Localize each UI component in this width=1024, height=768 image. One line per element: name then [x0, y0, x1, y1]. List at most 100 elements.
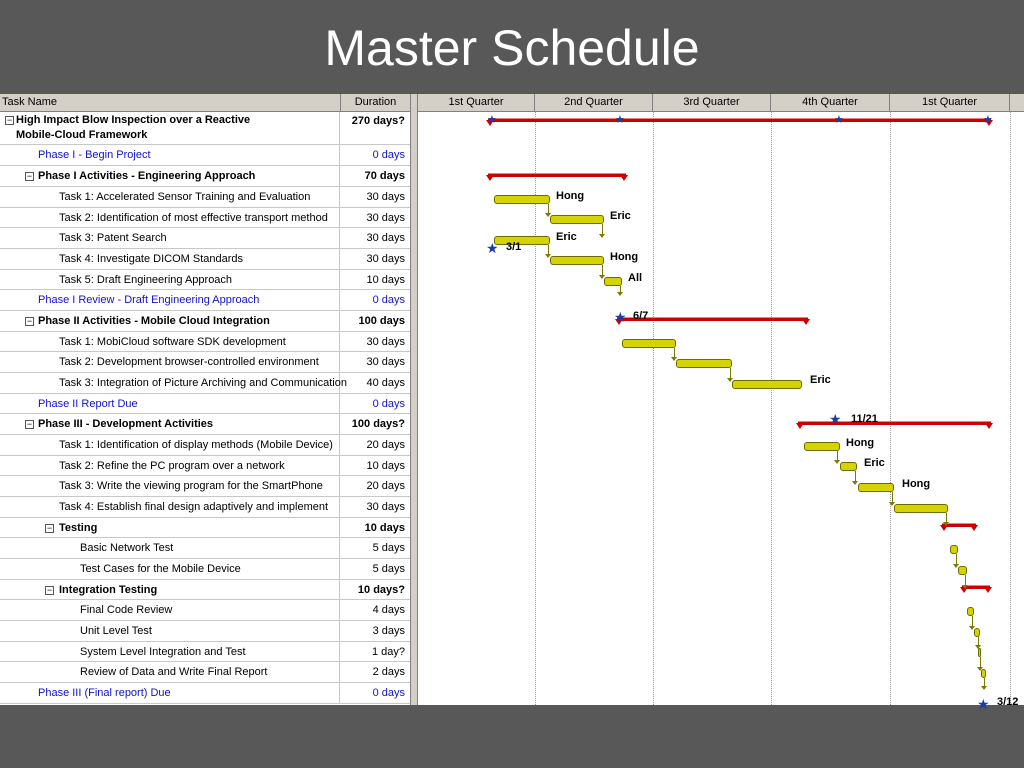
milestone-star-icon[interactable]: ★: [614, 309, 627, 325]
task-bar[interactable]: [494, 195, 550, 204]
task-name-cell[interactable]: −High Impact Blow Inspection over a Reac…: [0, 112, 340, 144]
duration-cell[interactable]: 100 days?: [351, 418, 405, 430]
task-bar[interactable]: [974, 628, 980, 637]
task-name-cell[interactable]: Phase II Report Due: [0, 394, 340, 413]
task-name-column-header[interactable]: Task Name: [0, 94, 341, 111]
duration-cell[interactable]: 30 days: [366, 356, 405, 368]
duration-cell[interactable]: 20 days: [366, 480, 405, 492]
duration-cell[interactable]: 10 days: [366, 460, 405, 472]
task-bar[interactable]: [622, 339, 676, 348]
task-bar[interactable]: [858, 483, 894, 492]
task-name-cell[interactable]: Phase III (Final report) Due: [0, 683, 340, 703]
task-bar[interactable]: [494, 236, 550, 245]
task-bar[interactable]: [550, 256, 604, 265]
duration-cell[interactable]: 1 day?: [371, 646, 405, 658]
table-row[interactable]: Phase I - Begin Project 0 days: [0, 145, 410, 166]
task-bar[interactable]: [804, 442, 840, 451]
table-row[interactable]: Task 1: Identification of display method…: [0, 435, 410, 456]
table-row[interactable]: Task 2: Identification of most effective…: [0, 208, 410, 228]
duration-cell[interactable]: 0 days: [372, 149, 405, 161]
task-name-cell[interactable]: Task 2: Development browser-controlled e…: [0, 352, 340, 372]
duration-cell[interactable]: 5 days: [372, 563, 405, 575]
collapse-toggle-icon[interactable]: −: [45, 523, 54, 533]
table-row[interactable]: Test Cases for the Mobile Device 5 days: [0, 559, 410, 580]
duration-cell[interactable]: 10 days?: [357, 584, 405, 596]
task-name-cell[interactable]: −Integration Testing: [0, 580, 340, 599]
task-name-cell[interactable]: Phase I Review - Draft Engineering Appro…: [0, 290, 340, 310]
table-row[interactable]: System Level Integration and Test 1 day?: [0, 642, 410, 662]
duration-cell[interactable]: 40 days: [366, 377, 405, 389]
summary-bar[interactable]: [488, 173, 626, 177]
summary-bar[interactable]: [962, 585, 990, 589]
duration-cell[interactable]: 4 days: [372, 604, 405, 616]
task-bar[interactable]: [978, 648, 981, 657]
milestone-star-icon[interactable]: ★: [977, 696, 990, 712]
table-row[interactable]: −Phase III - Development Activities 100 d…: [0, 414, 410, 435]
task-name-cell[interactable]: Test Cases for the Mobile Device: [0, 559, 340, 579]
task-name-cell[interactable]: Task 2: Refine the PC program over a net…: [0, 456, 340, 475]
table-row[interactable]: Task 3: Integration of Picture Archiving…: [0, 373, 410, 394]
collapse-toggle-icon[interactable]: −: [25, 419, 34, 429]
table-row[interactable]: Phase II Report Due 0 days: [0, 394, 410, 414]
task-bar[interactable]: [676, 359, 732, 368]
task-name-cell[interactable]: −Phase III - Development Activities: [0, 414, 340, 434]
table-row[interactable]: Task 3: Write the viewing program for th…: [0, 476, 410, 497]
duration-cell[interactable]: 70 days: [364, 170, 405, 182]
duration-cell[interactable]: 0 days: [372, 398, 405, 410]
duration-cell[interactable]: 10 days: [366, 274, 405, 286]
task-bar[interactable]: [732, 380, 802, 389]
table-row[interactable]: Task 1: MobiCloud software SDK developme…: [0, 332, 410, 352]
table-row[interactable]: Task 5: Draft Engineering Approach 10 day…: [0, 270, 410, 290]
duration-cell[interactable]: 100 days: [358, 315, 405, 327]
task-name-cell[interactable]: Basic Network Test: [0, 538, 340, 558]
table-row[interactable]: Final Code Review 4 days: [0, 600, 410, 621]
task-name-cell[interactable]: Final Code Review: [0, 600, 340, 620]
duration-cell[interactable]: 0 days: [372, 294, 405, 306]
duration-cell[interactable]: 10 days: [364, 522, 405, 534]
summary-bar[interactable]: [617, 317, 808, 321]
task-name-cell[interactable]: Phase I - Begin Project: [0, 145, 340, 165]
task-name-cell[interactable]: Task 3: Write the viewing program for th…: [0, 476, 340, 496]
duration-cell[interactable]: 270 days?: [351, 115, 405, 127]
task-name-cell[interactable]: Task 5: Draft Engineering Approach: [0, 270, 340, 289]
duration-cell[interactable]: 30 days: [366, 232, 405, 244]
duration-cell[interactable]: 30 days: [366, 212, 405, 224]
task-name-cell[interactable]: Task 1: MobiCloud software SDK developme…: [0, 332, 340, 351]
duration-cell[interactable]: 30 days: [366, 501, 405, 513]
duration-cell[interactable]: 30 days: [366, 336, 405, 348]
task-name-cell[interactable]: Task 3: Integration of Picture Archiving…: [0, 373, 347, 393]
table-row[interactable]: Phase I Review - Draft Engineering Appro…: [0, 290, 410, 311]
task-name-cell[interactable]: Task 2: Identification of most effective…: [0, 208, 340, 227]
task-name-cell[interactable]: −Phase II Activities - Mobile Cloud Inte…: [0, 311, 340, 331]
pane-splitter[interactable]: [410, 94, 418, 705]
task-bar[interactable]: [550, 215, 604, 224]
duration-cell[interactable]: 20 days: [366, 439, 405, 451]
duration-column-header[interactable]: Duration: [354, 96, 397, 108]
summary-bar[interactable]: [798, 421, 991, 425]
task-name-cell[interactable]: −Phase I Activities - Engineering Approa…: [0, 166, 340, 186]
collapse-toggle-icon[interactable]: −: [25, 316, 34, 326]
collapse-toggle-icon[interactable]: −: [45, 585, 54, 595]
task-bar[interactable]: [967, 607, 974, 616]
duration-cell[interactable]: 30 days: [366, 191, 405, 203]
task-name-cell[interactable]: System Level Integration and Test: [0, 642, 340, 661]
task-name-cell[interactable]: Unit Level Test: [0, 621, 340, 641]
task-bar[interactable]: [840, 462, 857, 471]
task-bar[interactable]: [981, 669, 986, 678]
task-name-cell[interactable]: Task 3: Patent Search: [0, 228, 340, 248]
table-row[interactable]: −Integration Testing 10 days?: [0, 580, 410, 600]
task-name-cell[interactable]: Task 1: Identification of display method…: [0, 435, 340, 455]
duration-cell[interactable]: 30 days: [366, 253, 405, 265]
table-row[interactable]: −High Impact Blow Inspection over a Reac…: [0, 112, 410, 145]
collapse-toggle-icon[interactable]: −: [5, 115, 14, 125]
table-row[interactable]: Task 4: Establish final design adaptivel…: [0, 497, 410, 518]
task-bar[interactable]: [604, 277, 622, 286]
table-row[interactable]: Task 2: Development browser-controlled e…: [0, 352, 410, 373]
task-bar[interactable]: [894, 504, 948, 513]
duration-cell[interactable]: 5 days: [372, 542, 405, 554]
task-bar[interactable]: [950, 545, 958, 554]
task-bar[interactable]: [958, 566, 967, 575]
